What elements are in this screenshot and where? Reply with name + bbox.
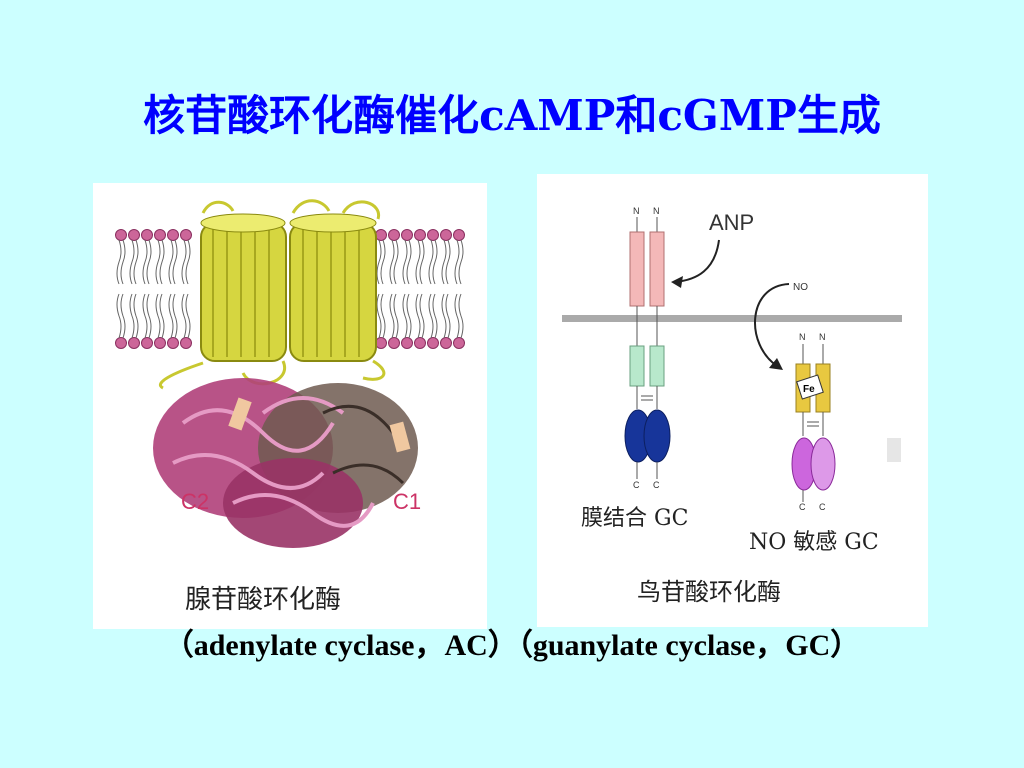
membrane-gc-receptor: N N C C [624, 206, 671, 490]
lipid-tail [129, 293, 139, 339]
lipid-head [180, 229, 192, 241]
membrane-gc-label: 膜结合 GC [581, 506, 689, 531]
enzyme-caption: （adenylate cyclase，AC）（guanylate cyclase… [163, 629, 861, 662]
lipid-head [453, 337, 465, 349]
lipid-head [440, 337, 452, 349]
lipid-tail [441, 293, 451, 339]
svg-text:N: N [633, 206, 640, 216]
heme-fe-label: Fe [803, 384, 815, 395]
no-sensitive-gc: N N Fe C C [791, 332, 836, 512]
guanylate-cyclase-label: 鸟苷酸环化酶 [637, 578, 781, 606]
lipid-tail [142, 239, 152, 285]
lipid-head [141, 337, 153, 349]
guanylate-cyclase-illustration: N N C C ANP NO N N [562, 206, 902, 512]
lipid-tail [402, 293, 412, 339]
lipid-head [427, 337, 439, 349]
lipid-head [401, 229, 413, 241]
adenylate-cyclase-illustration: C2 C1 [115, 199, 465, 548]
svg-text:N: N [819, 332, 826, 342]
lipid-head [180, 337, 192, 349]
lipid-head [453, 229, 465, 241]
catalytic-domain [153, 378, 418, 548]
slide-title: 核苷酸环化酶催化cAMP和cGMP生成 [143, 91, 881, 140]
lipid-head [440, 229, 452, 241]
lipid-tail [116, 293, 126, 339]
anp-label: ANP [709, 210, 754, 235]
lipid-head [388, 337, 400, 349]
lipid-tail [415, 239, 425, 285]
lipid-tail [142, 293, 152, 339]
lipid-tail [428, 239, 438, 285]
lipid-head [375, 229, 387, 241]
no-sensitive-gc-label: NO 敏感 GC [749, 530, 879, 555]
lipid-tail [168, 239, 178, 285]
no-label: NO [793, 282, 808, 293]
anp-arrow [674, 239, 720, 283]
lipid-head [388, 229, 400, 241]
adenylate-cyclase-label: 腺苷酸环化酶 [185, 585, 342, 615]
lipid-head [427, 229, 439, 241]
lipid-head [115, 229, 127, 241]
membrane-bilayer-left [115, 229, 192, 349]
svg-text:N: N [653, 206, 660, 216]
no-arrowhead [769, 358, 783, 370]
lipid-tail [441, 239, 451, 285]
lipid-head [414, 229, 426, 241]
svg-text:C: C [653, 480, 660, 490]
lipid-tail [155, 293, 165, 339]
lipid-head [167, 337, 179, 349]
guanylate-cyclase-figure: N N C C ANP NO N N [537, 174, 928, 627]
lipid-tail [181, 239, 191, 285]
plasma-membrane [562, 315, 902, 322]
no-arrow [754, 283, 790, 367]
lipid-tail [454, 239, 464, 285]
transmembrane-helices [159, 199, 386, 390]
lipid-tail [402, 239, 412, 285]
lipid-tail [376, 293, 386, 339]
lipid-tail [415, 293, 425, 339]
lipid-tail [389, 239, 399, 285]
svg-text:C: C [819, 502, 826, 512]
scan-artifact [887, 438, 901, 462]
lipid-tail [181, 293, 191, 339]
svg-text:C: C [799, 502, 806, 512]
lipid-tail [376, 239, 386, 285]
lipid-head [375, 337, 387, 349]
adenylate-cyclase-figure: C2 C1 腺苷酸环化酶 [93, 183, 487, 629]
lipid-head [128, 337, 140, 349]
anp-arrowhead [671, 276, 683, 288]
lipid-head [128, 229, 140, 241]
lipid-head [115, 337, 127, 349]
lipid-head [154, 337, 166, 349]
lipid-head [414, 337, 426, 349]
lipid-tail [168, 293, 178, 339]
lipid-tail [129, 239, 139, 285]
membrane-bilayer-right [375, 229, 465, 349]
lipid-tail [155, 239, 165, 285]
lipid-tail [389, 293, 399, 339]
svg-text:C: C [633, 480, 640, 490]
lipid-tail [116, 239, 126, 285]
lipid-head [141, 229, 153, 241]
c1-label: C1 [393, 489, 421, 514]
lipid-head [167, 229, 179, 241]
svg-text:N: N [799, 332, 806, 342]
c2-label: C2 [181, 489, 209, 514]
lipid-head [401, 337, 413, 349]
lipid-head [154, 229, 166, 241]
lipid-tail [428, 293, 438, 339]
lipid-tail [454, 293, 464, 339]
